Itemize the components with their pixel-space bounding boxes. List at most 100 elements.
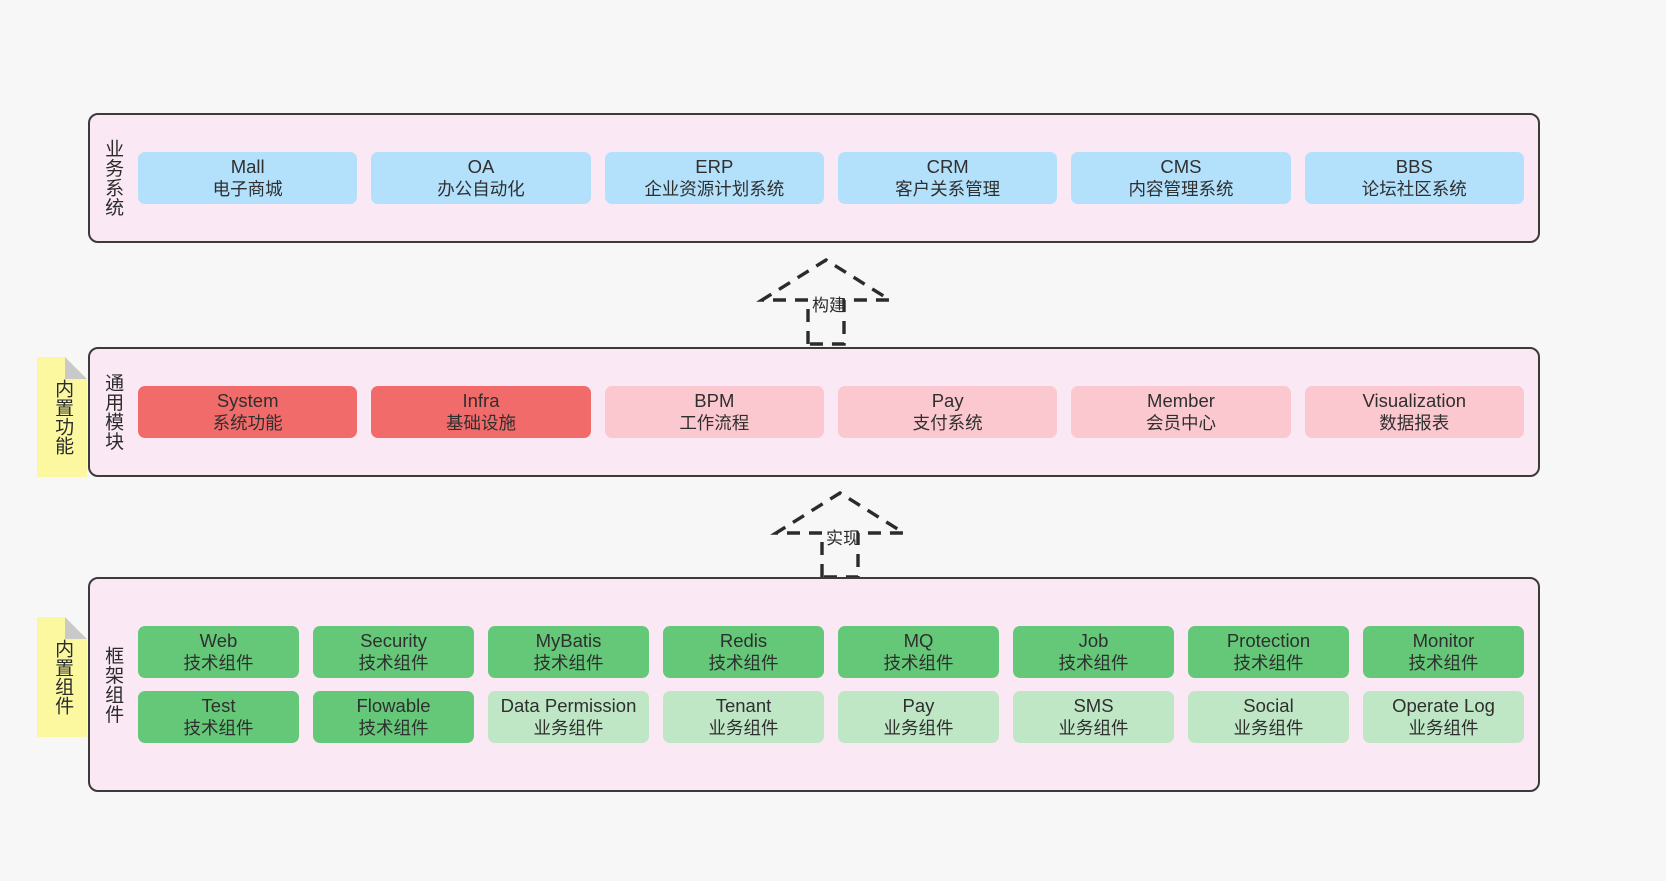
- card-title-cn: 数据报表: [1379, 412, 1450, 433]
- card-title-cn: 技术组件: [358, 652, 429, 673]
- layer-body-framework-components: Web 技术组件 Security 技术组件 MyBatis 技术组件 Redi…: [134, 579, 1538, 790]
- connector-build-label: 构建: [812, 296, 846, 315]
- card-title-en: Pay: [902, 695, 935, 716]
- card-title-cn: 业务组件: [533, 717, 604, 738]
- layer-common-modules: 通用模块 System 系统功能 Infra 基础设施 BPM 工作流程 Pay…: [88, 347, 1540, 477]
- card-infra[interactable]: Infra 基础设施: [371, 386, 591, 438]
- card-test[interactable]: Test 技术组件: [138, 691, 299, 743]
- card-title-en: Member: [1147, 390, 1215, 412]
- card-title-en: Pay: [931, 390, 964, 412]
- note-builtin-features: 内置功能: [37, 357, 87, 477]
- note-fold-corner-icon: [65, 617, 87, 639]
- card-title-cn: 企业资源计划系统: [644, 178, 785, 199]
- card-title-en: System: [216, 390, 279, 412]
- card-row: Mall 电子商城 OA 办公自动化 ERP 企业资源计划系统 CRM 客户关系…: [138, 152, 1524, 204]
- card-cms[interactable]: CMS 内容管理系统: [1071, 152, 1291, 204]
- card-pay-module[interactable]: Pay 支付系统: [837, 386, 1058, 438]
- card-job[interactable]: Job 技术组件: [1013, 626, 1174, 678]
- card-row: System 系统功能 Infra 基础设施 BPM 工作流程 Pay 支付系统…: [138, 386, 1524, 438]
- card-title-en: Job: [1078, 630, 1109, 652]
- card-security[interactable]: Security 技术组件: [313, 626, 474, 678]
- card-title-cn: 客户关系管理: [895, 178, 1001, 199]
- card-title-en: CMS: [1160, 156, 1202, 178]
- layer-title-business-system: 业务系统: [102, 139, 124, 217]
- card-title-cn: 支付系统: [912, 412, 983, 433]
- card-visualization[interactable]: Visualization 数据报表: [1304, 386, 1524, 438]
- card-bpm[interactable]: BPM 工作流程: [604, 386, 824, 438]
- card-title-cn: 业务组件: [883, 717, 954, 738]
- card-title-en: Web: [199, 630, 238, 652]
- card-title-cn: 技术组件: [1408, 652, 1479, 673]
- card-row: Test 技术组件 Flowable 技术组件 Data Permission …: [138, 691, 1524, 743]
- card-title-en: BPM: [694, 390, 735, 412]
- card-flowable[interactable]: Flowable 技术组件: [313, 691, 474, 743]
- note-label: 内置组件: [52, 639, 74, 715]
- card-title-cn: 会员中心: [1145, 412, 1216, 433]
- card-title-en: Tenant: [715, 695, 772, 716]
- note-builtin-components: 内置组件: [37, 617, 87, 737]
- card-title-cn: 技术组件: [183, 717, 254, 738]
- card-title-en: ERP: [695, 156, 734, 178]
- card-title-en: BBS: [1395, 156, 1433, 178]
- card-redis[interactable]: Redis 技术组件: [663, 626, 824, 678]
- card-title-en: Redis: [719, 630, 768, 652]
- card-title-cn: 技术组件: [358, 717, 429, 738]
- card-title-cn: 技术组件: [183, 652, 254, 673]
- card-title-cn: 基础设施: [445, 412, 516, 433]
- card-title-cn: 办公自动化: [437, 178, 525, 199]
- layer-body-common-modules: System 系统功能 Infra 基础设施 BPM 工作流程 Pay 支付系统…: [134, 349, 1538, 475]
- card-tenant[interactable]: Tenant 业务组件: [663, 691, 824, 743]
- card-monitor[interactable]: Monitor 技术组件: [1363, 626, 1524, 678]
- card-crm[interactable]: CRM 客户关系管理: [837, 152, 1058, 204]
- card-title-cn: 技术组件: [1233, 652, 1304, 673]
- card-title-cn: 内容管理系统: [1128, 178, 1234, 199]
- card-title-en: Mall: [230, 156, 265, 178]
- card-data-permission[interactable]: Data Permission 业务组件: [488, 691, 649, 743]
- card-oa[interactable]: OA 办公自动化: [371, 152, 591, 204]
- layer-title-common-modules: 通用模块: [102, 373, 124, 451]
- layer-framework-components: 框架组件 Web 技术组件 Security 技术组件 MyBatis 技术组件…: [88, 577, 1540, 792]
- layer-title-framework-components: 框架组件: [102, 645, 124, 724]
- card-title-cn: 工作流程: [679, 412, 750, 433]
- card-title-en: Flowable: [356, 695, 431, 716]
- card-title-en: MQ: [903, 630, 934, 652]
- card-title-cn: 业务组件: [708, 717, 779, 738]
- note-fold-corner-icon: [65, 357, 87, 379]
- card-web[interactable]: Web 技术组件: [138, 626, 299, 678]
- card-title-cn: 业务组件: [1233, 717, 1304, 738]
- card-title-cn: 技术组件: [708, 652, 779, 673]
- card-system[interactable]: System 系统功能: [138, 386, 358, 438]
- card-bbs[interactable]: BBS 论坛社区系统: [1304, 152, 1524, 204]
- card-operate-log[interactable]: Operate Log 业务组件: [1363, 691, 1524, 743]
- card-protection[interactable]: Protection 技术组件: [1188, 626, 1349, 678]
- card-title-cn: 技术组件: [533, 652, 604, 673]
- card-title-cn: 业务组件: [1058, 717, 1129, 738]
- card-social[interactable]: Social 业务组件: [1188, 691, 1349, 743]
- card-title-en: Data Permission: [500, 695, 637, 716]
- card-mall[interactable]: Mall 电子商城: [138, 152, 358, 204]
- card-title-cn: 技术组件: [883, 652, 954, 673]
- card-title-cn: 论坛社区系统: [1361, 178, 1467, 199]
- card-mybatis[interactable]: MyBatis 技术组件: [488, 626, 649, 678]
- card-title-cn: 系统功能: [212, 412, 283, 433]
- card-title-en: Social: [1243, 695, 1294, 716]
- card-title-en: Monitor: [1412, 630, 1475, 652]
- note-label: 内置功能: [52, 379, 74, 455]
- card-title-en: OA: [467, 156, 495, 178]
- card-title-en: Protection: [1226, 630, 1311, 652]
- connector-implement-label: 实现: [826, 529, 860, 548]
- card-sms[interactable]: SMS 业务组件: [1013, 691, 1174, 743]
- card-title-en: MyBatis: [535, 630, 602, 652]
- card-title-en: Test: [201, 695, 236, 716]
- layer-business-system: 业务系统 Mall 电子商城 OA 办公自动化 ERP 企业资源计划系统 CRM…: [88, 113, 1540, 243]
- card-pay-component[interactable]: Pay 业务组件: [838, 691, 999, 743]
- card-title-cn: 业务组件: [1408, 717, 1479, 738]
- card-title-en: Infra: [462, 390, 500, 412]
- card-title-cn: 电子商城: [212, 178, 283, 199]
- card-row: Web 技术组件 Security 技术组件 MyBatis 技术组件 Redi…: [138, 626, 1524, 678]
- card-title-en: CRM: [926, 156, 969, 178]
- card-erp[interactable]: ERP 企业资源计划系统: [604, 152, 824, 204]
- card-member[interactable]: Member 会员中心: [1071, 386, 1291, 438]
- card-mq[interactable]: MQ 技术组件: [838, 626, 999, 678]
